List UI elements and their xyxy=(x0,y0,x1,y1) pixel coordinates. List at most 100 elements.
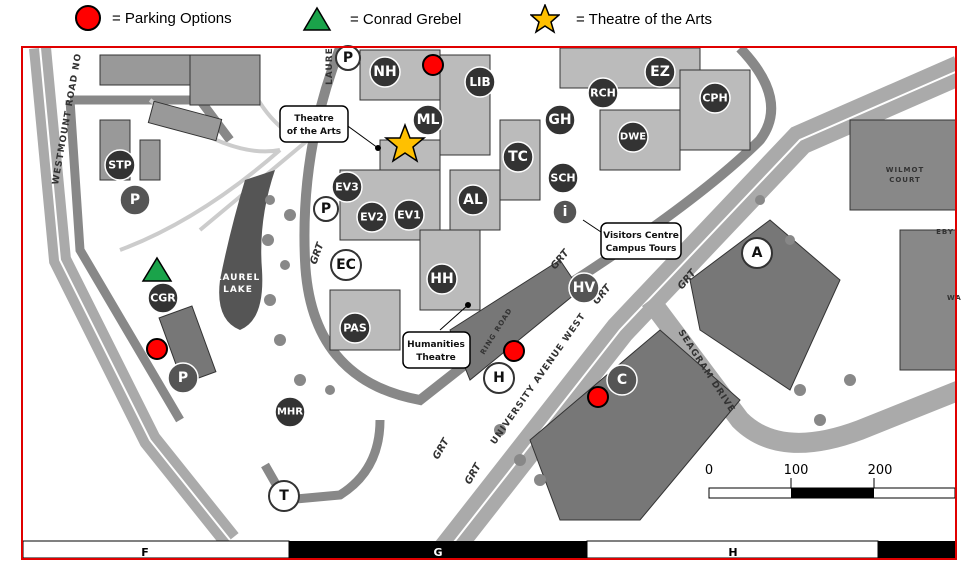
svg-text:EC: EC xyxy=(336,257,356,273)
svg-text:MHR: MHR xyxy=(277,407,303,418)
grid-band: F G H xyxy=(22,540,956,559)
red-circle-icon xyxy=(75,5,101,31)
building-stp[interactable]: STP xyxy=(104,149,136,181)
svg-text:P: P xyxy=(130,192,140,208)
svg-text:of the Arts: of the Arts xyxy=(287,127,341,137)
parking-option-marker[interactable] xyxy=(422,54,444,76)
parking-option-marker[interactable] xyxy=(503,340,525,362)
svg-text:Theatre: Theatre xyxy=(416,353,456,363)
building-cph[interactable]: CPH xyxy=(699,82,731,114)
laurel-lake-label-2: LAKE xyxy=(223,285,253,295)
scale-bar: 0 100 200 xyxy=(705,463,956,499)
legend-parking: = Parking Options xyxy=(74,4,232,32)
map-base xyxy=(23,48,955,559)
scale-tick-200: 200 xyxy=(868,463,893,478)
building-sch[interactable]: SCH xyxy=(547,162,579,194)
laurel-road-label: LAURE xyxy=(325,47,335,85)
svg-text:CGR: CGR xyxy=(150,292,176,305)
map-legend: = Parking Options = Conrad Grebel = Thea… xyxy=(0,0,962,40)
white-markers: P P EC A H T i xyxy=(268,45,773,512)
svg-text:NH: NH xyxy=(373,64,396,80)
legend-parking-label: = Parking Options xyxy=(112,9,232,27)
callout-humanities-theatre: Humanities Theatre xyxy=(402,302,471,369)
building-dwe[interactable]: DWE xyxy=(617,121,649,153)
legend-theatre-label: = Theatre of the Arts xyxy=(576,10,713,28)
building-ml[interactable]: ML xyxy=(412,104,444,136)
svg-text:Campus Tours: Campus Tours xyxy=(606,244,677,254)
theatre-of-the-arts-star[interactable] xyxy=(383,122,427,163)
legend-theatre: = Theatre of the Arts xyxy=(530,4,712,34)
wa-label: WA xyxy=(947,294,962,302)
parking-lot-t[interactable]: T xyxy=(268,480,300,512)
seagram-drive xyxy=(642,294,955,453)
building-rch[interactable]: RCH xyxy=(587,77,619,109)
svg-text:Theatre: Theatre xyxy=(294,114,334,124)
info-icon[interactable]: i xyxy=(552,199,578,225)
building-ev2[interactable]: EV2 xyxy=(356,201,388,233)
legend-grebel-label: = Conrad Grebel xyxy=(350,10,462,28)
building-ev1[interactable]: EV1 xyxy=(393,199,425,231)
svg-text:T: T xyxy=(279,488,289,504)
svg-text:PAS: PAS xyxy=(343,322,367,335)
callout-visitors-centre: Visitors Centre Campus Tours xyxy=(582,219,682,260)
building-ec[interactable]: EC xyxy=(330,249,362,281)
map-frame xyxy=(21,46,957,560)
svg-text:STP: STP xyxy=(108,159,132,172)
svg-text:GH: GH xyxy=(548,112,571,128)
building-nh[interactable]: NH xyxy=(369,56,401,88)
svg-text:SCH: SCH xyxy=(550,172,575,185)
parking-p-ev[interactable]: P xyxy=(313,196,339,222)
parking-lot-a[interactable]: A xyxy=(741,237,773,269)
parking-lot-p-cgr[interactable]: P xyxy=(167,362,199,394)
conrad-grebel-marker[interactable] xyxy=(141,256,173,282)
parking-option-marker[interactable] xyxy=(587,386,609,408)
building-ev3[interactable]: EV3 xyxy=(331,171,363,203)
building-tc[interactable]: TC xyxy=(502,141,534,173)
svg-text:HH: HH xyxy=(430,271,453,287)
svg-text:AL: AL xyxy=(463,192,483,208)
svg-text:CPH: CPH xyxy=(702,92,727,105)
parking-p-north[interactable]: P xyxy=(335,45,361,71)
callout-theatre-of-the-arts: Theatre of the Arts xyxy=(279,105,381,151)
svg-text:EV3: EV3 xyxy=(335,181,359,194)
svg-text:TC: TC xyxy=(508,149,528,165)
svg-text:EV2: EV2 xyxy=(360,211,384,224)
parking-lot-h[interactable]: H xyxy=(483,362,515,394)
scale-tick-100: 100 xyxy=(784,463,809,478)
parking-option-markers xyxy=(146,54,609,408)
building-mhr[interactable]: MHR xyxy=(274,396,306,428)
grid-col-h: H xyxy=(728,546,737,559)
building-hv[interactable]: HV xyxy=(568,272,600,304)
lot-c xyxy=(529,329,741,521)
legend-grebel: = Conrad Grebel xyxy=(302,6,461,32)
parking-option-marker[interactable] xyxy=(146,338,168,360)
svg-text:EV1: EV1 xyxy=(397,209,421,222)
svg-text:LIB: LIB xyxy=(469,75,490,89)
scale-tick-0: 0 xyxy=(705,463,713,478)
ring-road xyxy=(299,48,777,406)
svg-text:P: P xyxy=(178,370,188,386)
grid-col-f: F xyxy=(141,546,149,559)
star-icon xyxy=(530,4,560,34)
building-hh[interactable]: HH xyxy=(426,263,458,295)
grid-col-g: G xyxy=(433,546,442,559)
svg-text:RCH: RCH xyxy=(590,87,616,100)
building-ez[interactable]: EZ xyxy=(644,56,676,88)
svg-text:EZ: EZ xyxy=(650,64,670,80)
building-lib[interactable]: LIB xyxy=(464,66,496,98)
building-pas[interactable]: PAS xyxy=(339,312,371,344)
building-markers: NH LIB RCH EZ CPH ML GH DWE TC SCH STP P… xyxy=(104,56,731,428)
svg-text:HV: HV xyxy=(573,280,596,296)
wilmot-court-label-1: WILMOT xyxy=(886,166,924,174)
svg-text:DWE: DWE xyxy=(620,132,646,143)
svg-text:i: i xyxy=(563,204,568,220)
parking-lot-p-stp[interactable]: P xyxy=(119,184,151,216)
building-cgr[interactable]: CGR xyxy=(147,282,179,314)
wilmot-court-label-2: COURT xyxy=(889,176,921,184)
building-al[interactable]: AL xyxy=(457,184,489,216)
svg-text:A: A xyxy=(752,245,763,261)
lot-a xyxy=(689,219,841,391)
parking-lot-c[interactable]: C xyxy=(606,364,638,396)
building-gh[interactable]: GH xyxy=(544,104,576,136)
